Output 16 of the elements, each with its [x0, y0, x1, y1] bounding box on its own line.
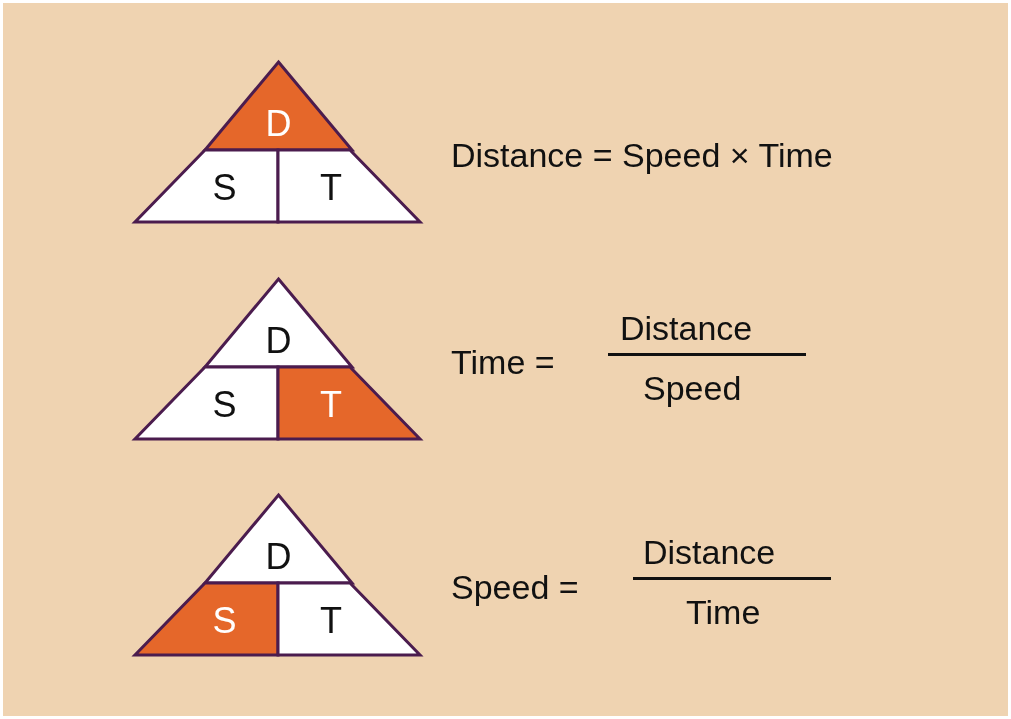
numerator-text: Distance — [620, 309, 753, 347]
section-letter: S — [211, 603, 238, 639]
section-letter: D — [264, 539, 293, 575]
section-letter: D — [264, 106, 293, 142]
section-letter: T — [319, 170, 343, 206]
section-letter: T — [319, 603, 343, 639]
denominator-text: Speed — [643, 369, 742, 407]
section-letter: D — [264, 323, 293, 359]
formula-text: Time = — [451, 343, 555, 381]
numerator-text: Distance — [643, 533, 776, 571]
formula-text: Distance = Speed × Time — [451, 136, 833, 174]
section-letter: S — [211, 387, 238, 423]
denominator-text: Time — [686, 593, 761, 631]
section-letter: S — [211, 170, 238, 206]
section-letter: T — [319, 387, 343, 423]
formula-text: Speed = — [451, 568, 579, 606]
